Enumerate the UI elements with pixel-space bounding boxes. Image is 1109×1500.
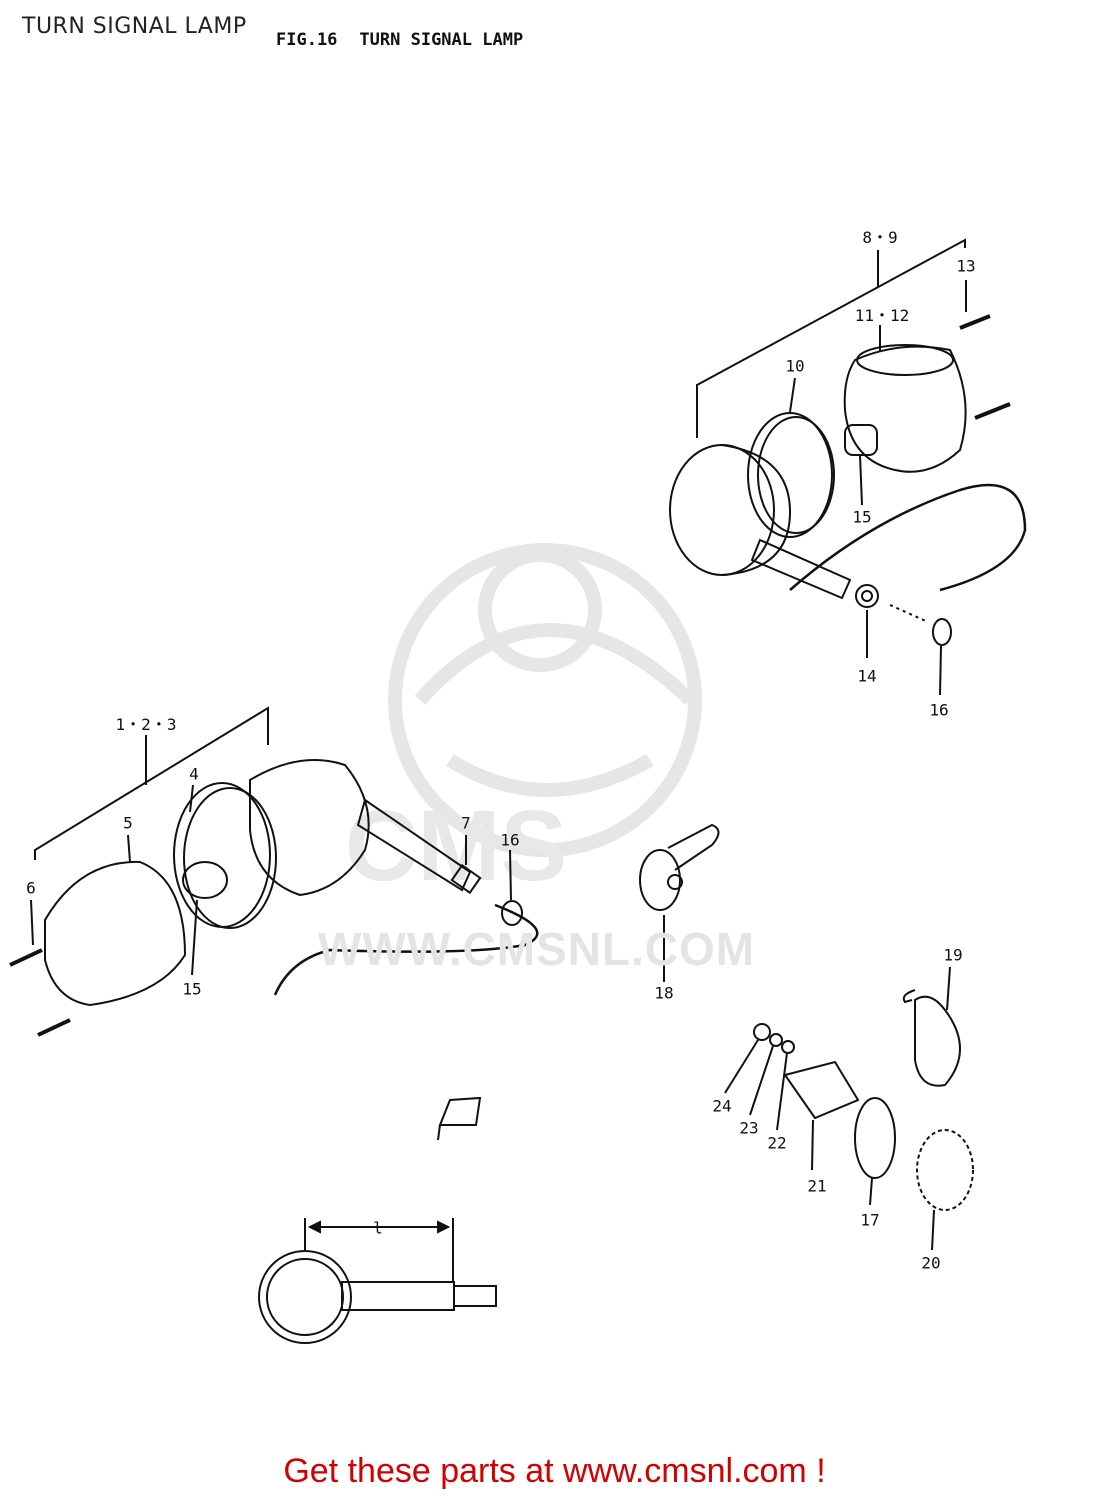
callout-5: 5 (123, 813, 133, 833)
reflector-assembly (724, 966, 974, 1251)
callout-19: 19 (943, 945, 963, 965)
callout-1-2-3: 1・2・3 (115, 715, 177, 734)
upper-stem (750, 538, 852, 600)
upper-lamp-assembly (669, 238, 1027, 696)
callout-8-9: 8・9 (862, 228, 898, 247)
callout-15-lower: 15 (182, 979, 202, 999)
upper-screw-b (974, 402, 1011, 420)
left-housing (249, 759, 370, 897)
direction-arrow-icon (437, 1096, 482, 1141)
callout-6: 6 (26, 878, 36, 898)
left-nut (450, 863, 482, 895)
upper-housing (843, 345, 967, 473)
callout-24: 24 (712, 1096, 732, 1116)
upper-washer (932, 618, 952, 646)
figure-name: TURN SIGNAL LAMP (359, 30, 524, 50)
footer-parts-link[interactable]: Get these parts at www.cmsnl.com ! (283, 1452, 826, 1490)
reflector-housing-19 (914, 995, 961, 1087)
dimension-detail (258, 1218, 497, 1344)
left-lens (44, 860, 187, 1007)
callout-18: 18 (654, 983, 674, 1003)
figure-number: FIG.16 (276, 30, 338, 50)
callout-20: 20 (921, 1253, 941, 1273)
callout-13: 13 (956, 256, 976, 276)
detail-thread (453, 1285, 497, 1307)
figure-title: FIG.16 TURN SIGNAL LAMP (276, 30, 545, 50)
callout-16-upper: 16 (929, 700, 949, 720)
callout-21: 21 (807, 1176, 827, 1196)
reflector-17 (854, 1097, 896, 1179)
left-bulb (182, 861, 228, 899)
bracket-8-9 (696, 238, 966, 438)
left-stem (356, 798, 472, 892)
callout-14: 14 (857, 666, 877, 686)
page-title: TURN SIGNAL LAMP (22, 14, 247, 39)
callout-17: 17 (860, 1210, 880, 1230)
cms-watermark-logo (388, 543, 702, 857)
left-washer (501, 900, 523, 926)
reflector-holder-21 (783, 1060, 860, 1120)
callout-22: 22 (767, 1133, 787, 1153)
bracket-1-2-3 (34, 706, 269, 860)
callout-11-12: 11・12 (854, 306, 910, 325)
reflector-lens-20 (916, 1129, 974, 1211)
nut-22 (781, 1040, 795, 1054)
callout-10: 10 (785, 356, 805, 376)
upper-screw-a (959, 314, 991, 330)
washer-23 (769, 1033, 783, 1047)
left-screw-a (9, 948, 43, 967)
upper-nut (855, 584, 879, 608)
left-screw-b (37, 1018, 71, 1037)
detail-ring-outer (258, 1250, 352, 1344)
left-lamp-assembly (9, 706, 539, 1037)
mount-bracket-18 (639, 823, 720, 982)
watermark-url: WWW.CMSNL.COM (318, 923, 756, 975)
callout-16-middle: 16 (500, 830, 520, 850)
callout-15-upper: 15 (852, 507, 872, 527)
callout-dimension-l: l (373, 1218, 383, 1238)
callout-7: 7 (461, 813, 471, 833)
washer-24 (753, 1023, 771, 1041)
callout-23: 23 (739, 1118, 759, 1138)
upper-gasket (747, 412, 833, 538)
detail-ring-inner (266, 1258, 344, 1336)
callout-4: 4 (189, 764, 199, 784)
upper-wire (789, 483, 1027, 592)
left-wire (273, 903, 539, 996)
detail-stem (341, 1281, 455, 1311)
